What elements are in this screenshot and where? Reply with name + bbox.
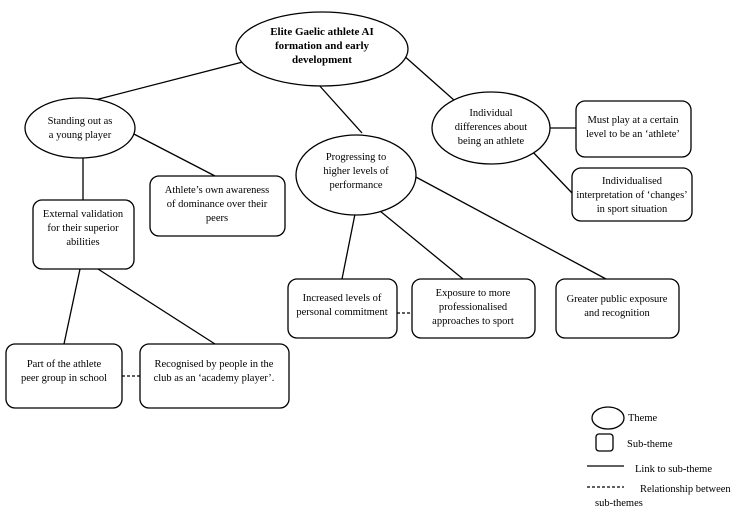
main-theme-node: Elite Gaelic athlete AI formation and ea… [235, 11, 409, 87]
subtheme-external-line-2: for their superior [47, 223, 119, 234]
subtheme-peer-line-1: Part of the athlete [27, 359, 102, 370]
subtheme-commitment-line-2: personal commitment [296, 307, 387, 318]
subtheme-public-line-1: Greater public exposure [567, 294, 668, 305]
legend-relationship-line-1: Relationship between [640, 484, 731, 495]
theme-standing-out: Standing out as a young player [24, 97, 136, 159]
legend-subtheme-symbol [595, 433, 614, 452]
subtheme-professionalised: Exposure to more professionalised approa… [411, 278, 536, 339]
theme-progressing: Progressing to higher levels of performa… [295, 134, 417, 216]
legend-relationship-line-2: sub-themes [595, 498, 643, 509]
legend: Theme Sub-theme Link to sub-theme Relati… [587, 406, 731, 509]
theme-progressing-line-3: performance [329, 180, 382, 191]
theme-standing-out-line-1: Standing out as [48, 116, 113, 127]
link-external-recognised [97, 268, 216, 345]
main-theme-line-3: development [292, 54, 352, 66]
main-theme-line-2: formation and early [275, 40, 370, 52]
link-standing-awareness [129, 131, 216, 177]
subtheme-interpretation: Individualised interpretation of ‘change… [571, 167, 693, 222]
subtheme-external-line-3: abilities [66, 237, 99, 248]
theme-standing-out-line-2: a young player [49, 130, 112, 141]
connector-lines [63, 53, 607, 345]
subtheme-peer-line-2: peer group in school [21, 373, 107, 384]
subtheme-awareness: Athlete’s own awareness of dominance ove… [149, 175, 286, 237]
subtheme-certain-level-line-2: level to be an ‘athlete’ [586, 129, 680, 140]
subtheme-recognised-line-2: club as an ‘academy player’. [154, 373, 275, 384]
subtheme-certain-level: Must play at a certain level to be an ‘a… [575, 100, 692, 158]
main-theme-line-1: Elite Gaelic athlete AI [270, 26, 374, 38]
theme-individual-line-2: differences about [455, 122, 527, 133]
relationship-lines [122, 312, 412, 377]
subtheme-commitment: Increased levels of personal commitment [287, 278, 398, 339]
theme-progressing-line-1: Progressing to [326, 152, 386, 163]
link-progressing-public [413, 175, 607, 280]
link-main-progressing [317, 83, 363, 134]
subtheme-recognised: Recognised by people in the club as an ‘… [139, 343, 290, 409]
subtheme-recognised-line-1: Recognised by people in the [155, 359, 274, 370]
theme-progressing-line-2: higher levels of [323, 166, 389, 177]
subtheme-commitment-line-1: Increased levels of [303, 293, 382, 304]
subtheme-professionalised-line-2: professionalised [439, 302, 508, 313]
theme-individual-line-3: being an athlete [458, 136, 525, 147]
subtheme-external-validation: External validation for their superior a… [32, 199, 135, 270]
link-external-peer [63, 268, 81, 345]
subtheme-awareness-line-1: Athlete’s own awareness [165, 185, 269, 196]
link-main-standing-out [94, 56, 263, 101]
subtheme-interpretation-line-2: interpretation of ‘changes’ [576, 190, 687, 201]
subtheme-interpretation-line-3: in sport situation [597, 204, 668, 215]
subtheme-professionalised-line-3: approaches to sport [432, 316, 514, 327]
link-progressing-professionalised [379, 210, 464, 280]
link-progressing-commitment [341, 213, 356, 280]
link-individual-interpretation [529, 148, 573, 194]
subtheme-professionalised-line-1: Exposure to more [436, 288, 511, 299]
subtheme-certain-level-line-1: Must play at a certain [588, 115, 680, 126]
subtheme-awareness-line-2: of dominance over their [167, 199, 268, 210]
legend-subtheme-label: Sub-theme [627, 439, 673, 450]
link-main-individual [401, 53, 456, 102]
subtheme-peer-group: Part of the athlete peer group in school [5, 343, 123, 409]
subtheme-awareness-line-3: peers [206, 213, 228, 224]
legend-link-label: Link to sub-theme [635, 464, 712, 475]
subtheme-public-line-2: and recognition [584, 308, 650, 319]
subtheme-public-exposure: Greater public exposure and recognition [555, 278, 680, 339]
theme-individual-line-1: Individual [469, 108, 512, 119]
subtheme-interpretation-line-1: Individualised [602, 176, 663, 187]
legend-theme-symbol [591, 406, 625, 430]
theme-individual-differences: Individual differences about being an at… [431, 91, 551, 165]
subtheme-external-line-1: External validation [43, 209, 124, 220]
legend-theme-label: Theme [628, 413, 657, 424]
